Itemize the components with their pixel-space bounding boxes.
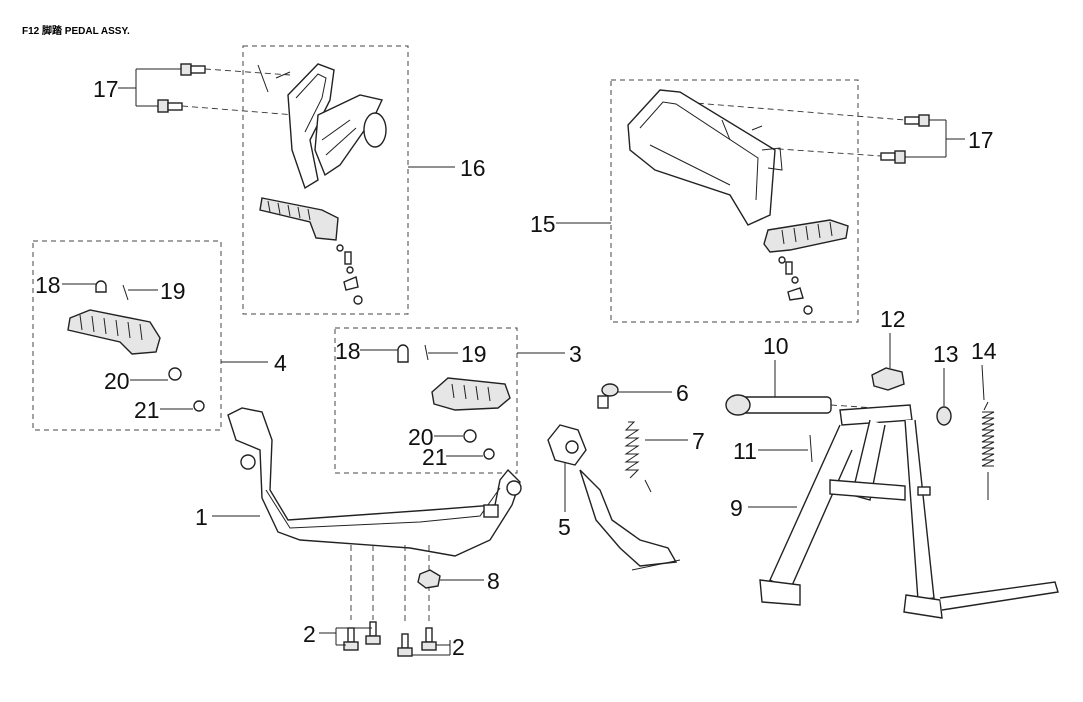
pin-11 [809, 434, 813, 463]
center-stand-9 [759, 404, 1059, 619]
callout-20-left: 20 [104, 368, 130, 394]
washer-13 [936, 406, 952, 426]
spring-7 [624, 421, 652, 493]
stopper-12 [871, 367, 905, 391]
callout-19-right: 19 [461, 341, 487, 367]
spring-14 [981, 401, 995, 500]
callout-2-right: 2 [452, 634, 465, 660]
callout-15: 15 [530, 211, 556, 237]
group-box-15 [610, 79, 859, 323]
callout-7: 7 [692, 428, 705, 454]
callout-19-left: 19 [160, 278, 186, 304]
callout-21-right: 21 [422, 444, 448, 470]
group-box-16 [242, 45, 409, 315]
leader-lines [62, 68, 985, 656]
bolt-17-left-a [180, 63, 206, 76]
callout-17-left: 17 [93, 76, 119, 102]
callout-1: 1 [195, 504, 208, 530]
footpeg-15 [763, 219, 849, 315]
callout-17-right: 17 [968, 127, 994, 153]
group-box-3 [334, 327, 518, 474]
main-bracket-1 [227, 407, 522, 557]
callout-3: 3 [569, 341, 582, 367]
callout-16: 16 [460, 155, 486, 181]
footpeg-16 [259, 197, 363, 305]
nut-8 [417, 569, 441, 589]
callout-12: 12 [880, 306, 906, 332]
callout-9: 9 [730, 495, 743, 521]
callout-2-left: 2 [303, 621, 316, 647]
callout-21-left: 21 [134, 397, 160, 423]
callout-11: 11 [733, 438, 757, 464]
callout-13: 13 [933, 341, 959, 367]
callout-10: 10 [763, 333, 789, 359]
group-box-4 [32, 240, 222, 431]
bolt-17-right-a [904, 114, 930, 127]
side-stand-5 [547, 424, 681, 571]
callout-18-left: 18 [35, 272, 61, 298]
footpeg-4 [67, 280, 205, 412]
callout-labels: 17 16 17 15 18 19 4 20 21 18 19 3 20 21 … [35, 76, 997, 660]
footpeg-3 [397, 344, 511, 460]
callout-18-right: 18 [335, 338, 361, 364]
callout-6: 6 [676, 380, 689, 406]
callout-4: 4 [274, 350, 287, 376]
bushing-6 [597, 383, 619, 409]
bolt-17-left-b [157, 99, 183, 113]
bracket-16 [257, 63, 387, 190]
callout-5: 5 [558, 514, 571, 540]
diagram-title: F12 脚踏 PEDAL ASSY. [22, 26, 130, 37]
bolts-2 [343, 545, 437, 657]
callout-8: 8 [487, 568, 500, 594]
bracket-15 [627, 89, 783, 226]
bolt-17-right-b [880, 150, 906, 164]
callout-20-right: 20 [408, 424, 434, 450]
callout-14: 14 [971, 338, 997, 364]
